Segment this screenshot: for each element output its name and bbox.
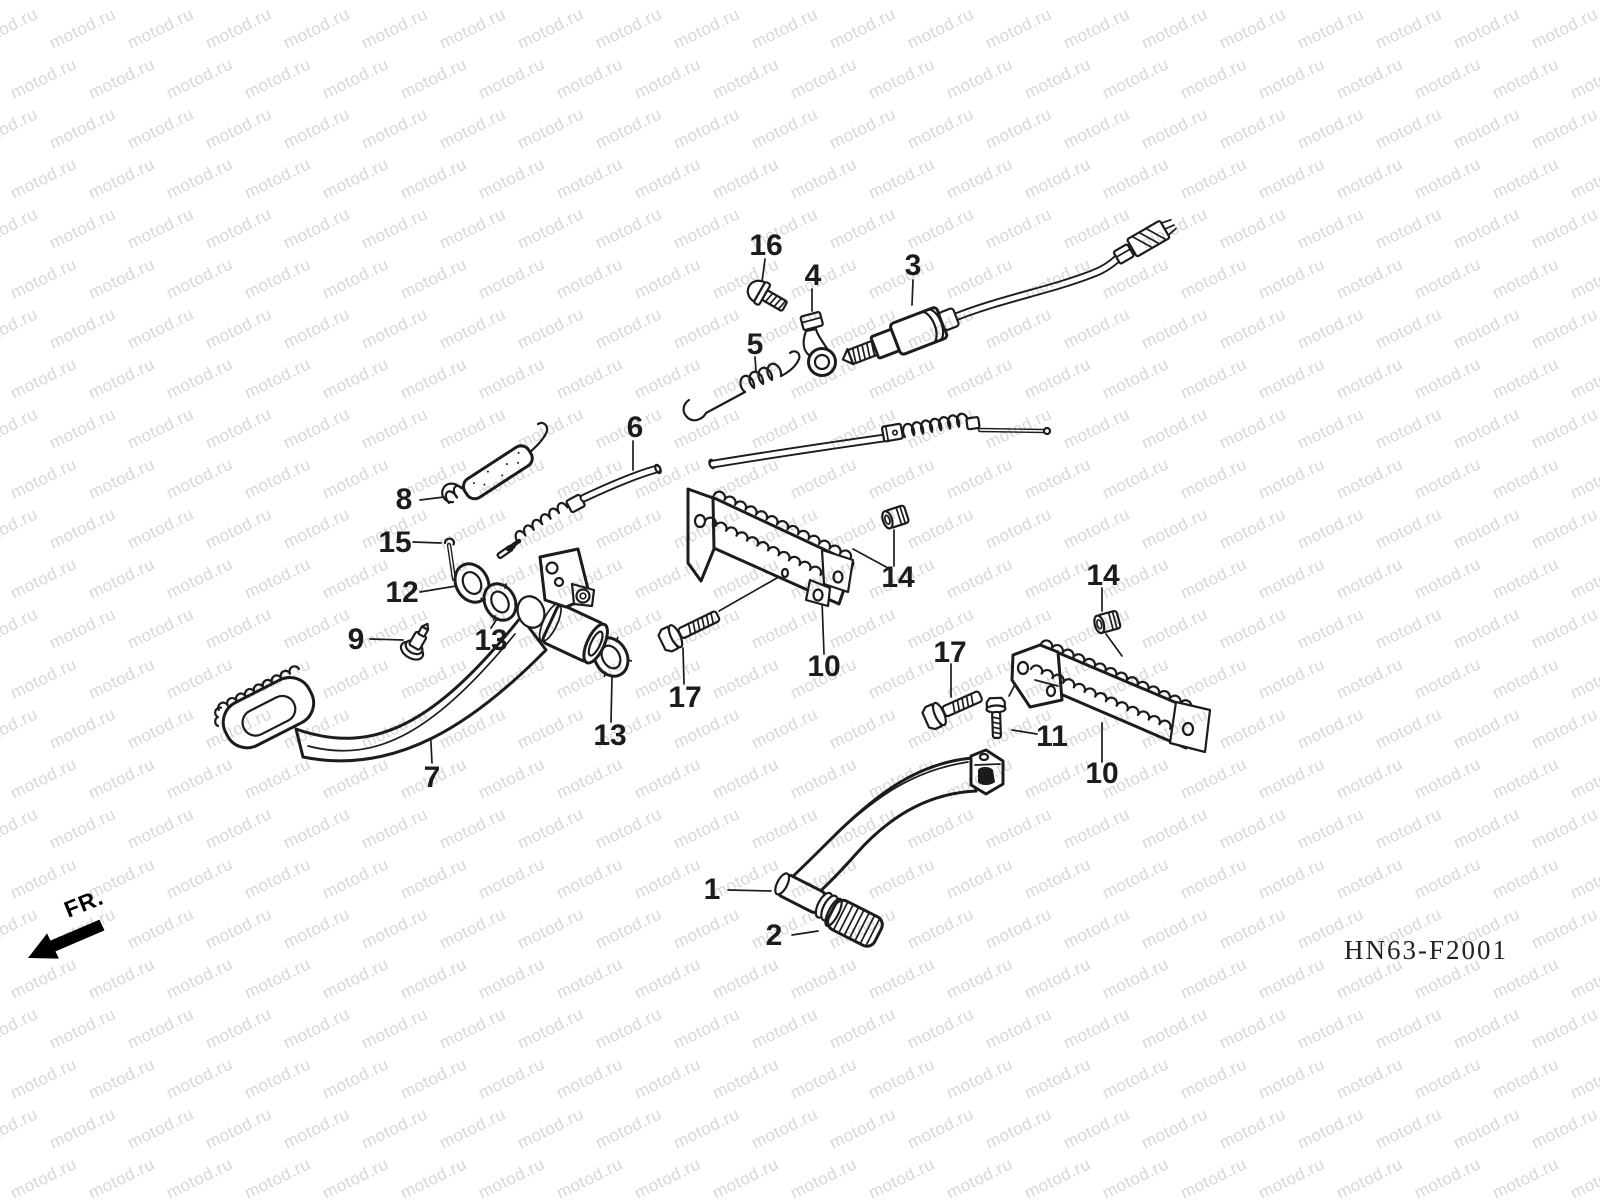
part-8-spring-drawing [441, 421, 549, 505]
front-direction-indicator: FR. [0, 860, 180, 1000]
part-callout-6: 6 [626, 411, 644, 444]
part-17-bolt-drawing [921, 690, 983, 731]
part-callout-11: 11 [1036, 720, 1068, 753]
part-14-nut-drawing [1093, 610, 1122, 635]
part-10-right-footpeg-drawing [1010, 639, 1212, 754]
part-14-nut-drawing [881, 504, 910, 530]
part-13-seal-drawing [480, 582, 520, 622]
part-4-joint-drawing [799, 311, 837, 377]
part-callout-1: 1 [703, 873, 721, 906]
diagram-code: HN63-F2001 [1344, 935, 1509, 965]
part-12-washer-drawing [453, 562, 491, 604]
connector-drawing [1112, 218, 1177, 265]
part-callout-16: 16 [749, 229, 783, 262]
part-callout-2: 2 [765, 919, 783, 952]
part-6-brake-cable-drawing [496, 412, 1052, 560]
part-callout-8: 8 [395, 483, 413, 516]
part-callout-10: 10 [1085, 757, 1119, 790]
part-callout-7: 7 [423, 761, 441, 794]
part-callout-3: 3 [904, 249, 922, 282]
part-callout-14: 14 [881, 561, 915, 594]
front-arrow-icon [28, 919, 105, 959]
part-15-pin-drawing [443, 537, 457, 582]
part-callout-5: 5 [746, 328, 764, 361]
part-9-bolt-drawing [399, 622, 430, 661]
part-5-spring-drawing [682, 350, 801, 422]
part-7-brake-pedal-drawing [214, 547, 609, 763]
part-callout-14: 14 [1086, 559, 1120, 592]
part-10-left-footpeg-drawing [686, 487, 855, 608]
part-17-bolt-drawing [657, 610, 721, 653]
part-callout-17: 17 [933, 636, 967, 669]
part-callout-10: 10 [807, 650, 841, 683]
part-callout-17: 17 [668, 681, 702, 714]
part-16-bolt-drawing [746, 279, 788, 312]
part-2-pedal-rubber-drawing [824, 897, 884, 948]
part-callout-9: 9 [347, 623, 365, 656]
part-callout-15: 15 [378, 526, 412, 559]
part-callout-13: 13 [593, 719, 627, 752]
part-3-stop-switch-drawing [841, 218, 1177, 366]
part-callout-12: 12 [385, 576, 419, 609]
part-11-bolt-drawing [985, 696, 1007, 740]
part-callout-13: 13 [474, 624, 508, 657]
part-1-gearshift-pedal-drawing [774, 748, 1005, 948]
part-callout-4: 4 [804, 259, 822, 292]
